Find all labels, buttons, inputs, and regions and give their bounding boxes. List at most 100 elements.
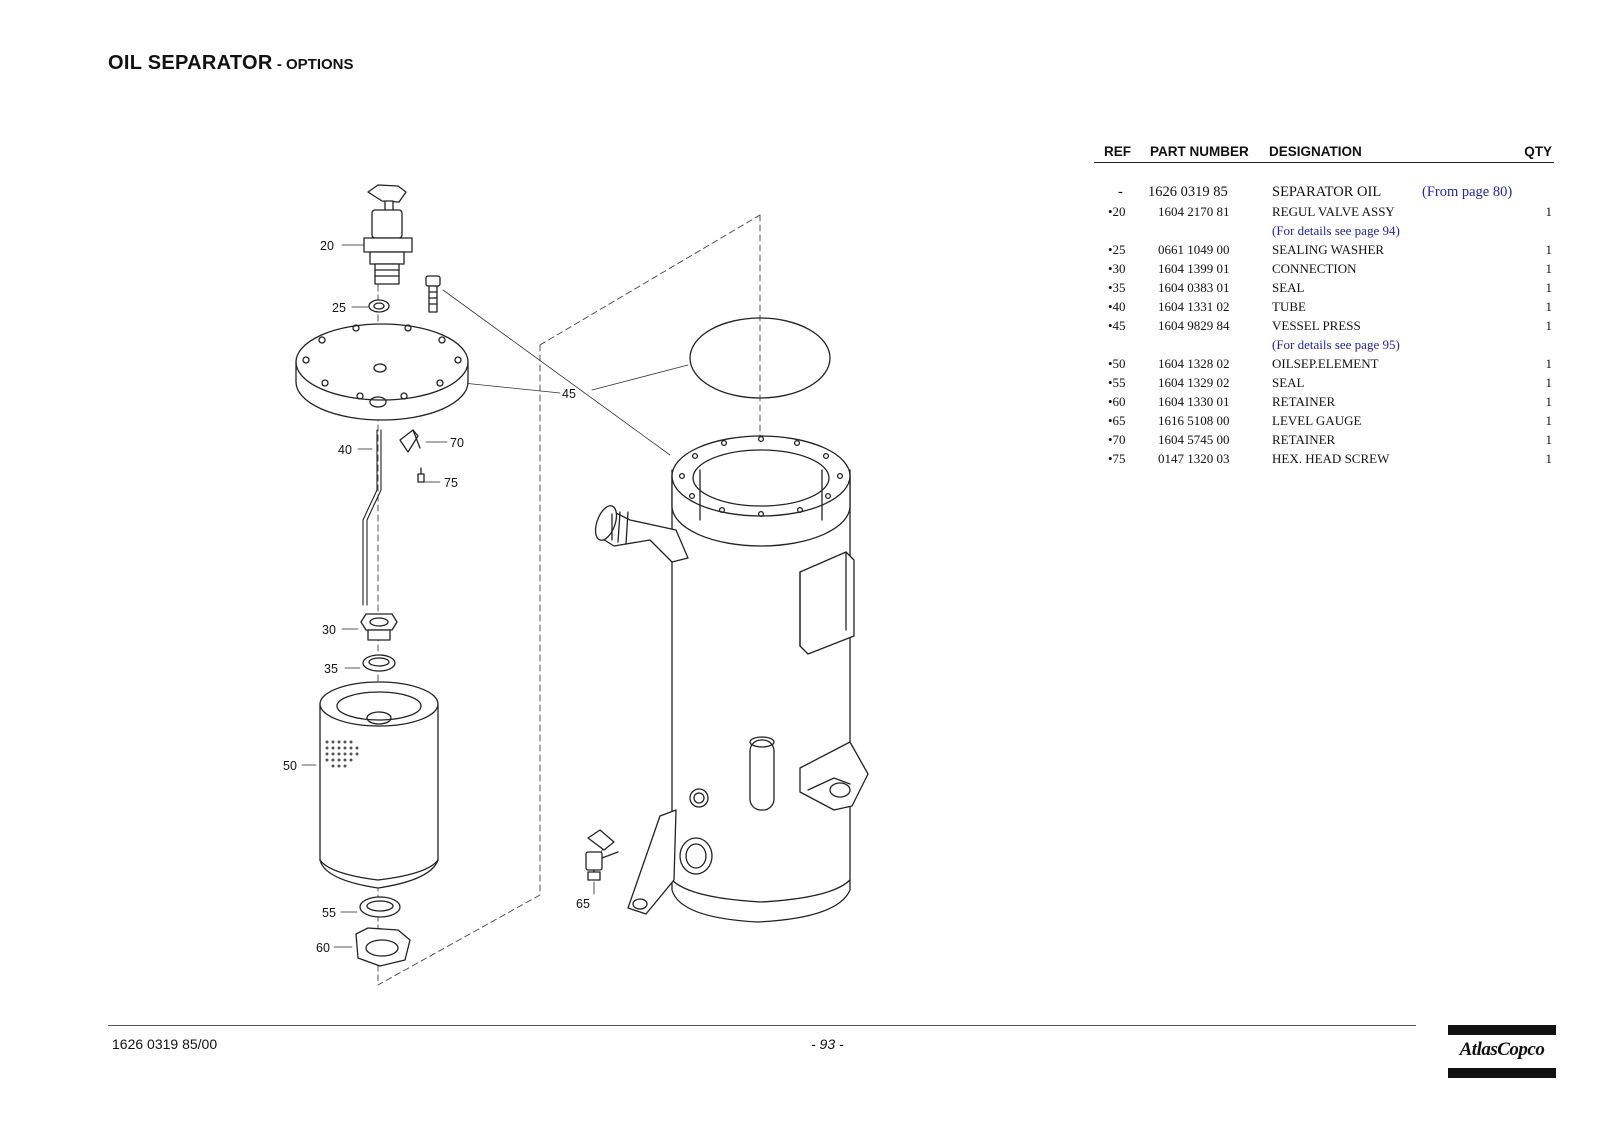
ref-cell: •35 bbox=[1108, 280, 1126, 295]
ref-cell: •50 bbox=[1108, 356, 1126, 371]
callout-30: 30 bbox=[322, 623, 336, 637]
regul-valve-assy-part bbox=[363, 184, 413, 285]
document-number: 1626 0319 85/00 bbox=[112, 1036, 218, 1052]
atlas-copco-logo: AtlasCopco bbox=[1448, 1025, 1556, 1078]
qty-cell: 1 bbox=[1545, 394, 1553, 409]
ref-cell: •25 bbox=[1108, 242, 1126, 257]
qty-cell: 1 bbox=[1545, 356, 1553, 371]
header-part-number: PART NUMBER bbox=[1150, 144, 1249, 159]
header-designation: DESIGNATION bbox=[1269, 144, 1362, 159]
table-row: •35 1604 0383 01 SEAL 1 bbox=[1094, 279, 1554, 298]
ref-cell: •60 bbox=[1108, 394, 1126, 409]
table-row: •20 1604 2170 81 REGUL VALVE ASSY 1 bbox=[1094, 203, 1554, 222]
part-number-cell: 1604 1330 01 bbox=[1158, 394, 1230, 409]
header-ref: REF bbox=[1104, 144, 1131, 159]
part-number-cell: 0661 1049 00 bbox=[1158, 242, 1230, 257]
callout-60: 60 bbox=[316, 941, 330, 955]
qty-cell: 1 bbox=[1545, 432, 1553, 447]
qty-cell: 1 bbox=[1545, 261, 1553, 276]
qty-cell: 1 bbox=[1545, 242, 1553, 257]
table-row: •25 0661 1049 00 SEALING WASHER 1 bbox=[1094, 241, 1554, 260]
designation-cell: TUBE bbox=[1272, 299, 1306, 314]
table-row: •40 1604 1331 02 TUBE 1 bbox=[1094, 298, 1554, 317]
designation-cell: RETAINER bbox=[1272, 394, 1336, 409]
cover-plate-part bbox=[295, 323, 469, 421]
page-title-main: OIL SEPARATOR bbox=[108, 52, 273, 74]
designation-cell: RETAINER bbox=[1272, 432, 1336, 447]
page-title: OIL SEPARATOR - OPTIONS bbox=[108, 52, 354, 75]
parts-list-rows: - 1626 0319 85 SEPARATOR OIL (From page … bbox=[1094, 183, 1554, 469]
part-number-cell: 1604 9829 84 bbox=[1158, 318, 1230, 333]
ref-cell: •75 bbox=[1108, 451, 1126, 466]
callout-50: 50 bbox=[283, 759, 297, 773]
part-number-cell: 1604 1331 02 bbox=[1158, 299, 1230, 314]
callout-70: 70 bbox=[450, 436, 464, 450]
qty-cell: 1 bbox=[1545, 299, 1553, 314]
callout-45: 45 bbox=[562, 387, 576, 401]
designation-cell: LEVEL GAUGE bbox=[1272, 413, 1362, 428]
vessel-press-part bbox=[594, 435, 869, 923]
part-number-cell: 1604 1399 01 bbox=[1158, 261, 1230, 276]
qty-cell: 1 bbox=[1545, 375, 1553, 390]
from-page-link[interactable]: (From page 80) bbox=[1422, 184, 1513, 200]
callout-75: 75 bbox=[444, 476, 458, 490]
parts-list-note: (For details see page 95) bbox=[1094, 336, 1554, 355]
oilsep-element-part bbox=[319, 681, 439, 889]
designation-cell: SEAL bbox=[1272, 375, 1305, 390]
main-part-number: 1626 0319 85 bbox=[1148, 184, 1228, 200]
ref-cell: •45 bbox=[1108, 318, 1126, 333]
qty-cell: 1 bbox=[1545, 451, 1553, 466]
table-row: •75 0147 1320 03 HEX. HEAD SCREW 1 bbox=[1094, 450, 1554, 469]
ref-cell: •55 bbox=[1108, 375, 1126, 390]
details-link[interactable]: (For details see page 95) bbox=[1272, 337, 1400, 352]
part-number-cell: 0147 1320 03 bbox=[1158, 451, 1230, 466]
table-row: •50 1604 1328 02 OILSEP.ELEMENT 1 bbox=[1094, 355, 1554, 374]
parts-list-note: (For details see page 94) bbox=[1094, 222, 1554, 241]
part-number-cell: 1604 1329 02 bbox=[1158, 375, 1230, 390]
part-number-cell: 1604 1328 02 bbox=[1158, 356, 1230, 371]
callout-40: 40 bbox=[338, 443, 352, 457]
qty-cell: 1 bbox=[1545, 318, 1553, 333]
parts-list: REF PART NUMBER DESIGNATION QTY - 1626 0… bbox=[1094, 140, 1554, 469]
ref-cell: •70 bbox=[1108, 432, 1126, 447]
parts-list-main-row: - 1626 0319 85 SEPARATOR OIL (From page … bbox=[1094, 183, 1554, 203]
level-gauge-part bbox=[585, 829, 619, 881]
designation-cell: SEALING WASHER bbox=[1272, 242, 1385, 257]
logo-bar-bottom bbox=[1448, 1068, 1556, 1078]
designation-cell: HEX. HEAD SCREW bbox=[1272, 451, 1390, 466]
header-qty: QTY bbox=[1524, 144, 1552, 159]
main-ref: - bbox=[1118, 184, 1123, 200]
table-row: •60 1604 1330 01 RETAINER 1 bbox=[1094, 393, 1554, 412]
table-row: •65 1616 5108 00 LEVEL GAUGE 1 bbox=[1094, 412, 1554, 431]
callout-55: 55 bbox=[322, 906, 336, 920]
page-number: - 93 - bbox=[811, 1036, 844, 1052]
qty-cell: 1 bbox=[1545, 413, 1553, 428]
table-row: •55 1604 1329 02 SEAL 1 bbox=[1094, 374, 1554, 393]
qty-cell: 1 bbox=[1545, 280, 1553, 295]
main-designation: SEPARATOR OIL bbox=[1272, 184, 1382, 200]
logo-bar-top bbox=[1448, 1025, 1556, 1035]
part-number-cell: 1616 5108 00 bbox=[1158, 413, 1230, 428]
designation-cell: OILSEP.ELEMENT bbox=[1272, 356, 1379, 371]
exploded-view-drawing: 20 25 45 40 70 75 30 35 50 55 60 65 bbox=[283, 184, 869, 986]
logo-wordmark: AtlasCopco bbox=[1459, 1039, 1545, 1060]
callout-25: 25 bbox=[332, 301, 346, 315]
designation-cell: SEAL bbox=[1272, 280, 1305, 295]
designation-cell: REGUL VALVE ASSY bbox=[1272, 204, 1395, 219]
callout-20: 20 bbox=[320, 239, 334, 253]
details-link[interactable]: (For details see page 94) bbox=[1272, 223, 1400, 238]
ref-cell: •40 bbox=[1108, 299, 1126, 314]
callout-35: 35 bbox=[324, 662, 338, 676]
ref-cell: •20 bbox=[1108, 204, 1126, 219]
ref-cell: •65 bbox=[1108, 413, 1126, 428]
qty-cell: 1 bbox=[1545, 204, 1553, 219]
callout-65: 65 bbox=[576, 897, 590, 911]
footer-divider bbox=[108, 1025, 1416, 1026]
parts-list-header: REF PART NUMBER DESIGNATION QTY bbox=[1094, 140, 1554, 163]
page-title-sub: - OPTIONS bbox=[272, 56, 354, 73]
part-number-cell: 1604 0383 01 bbox=[1158, 280, 1230, 295]
part-number-cell: 1604 2170 81 bbox=[1158, 204, 1230, 219]
